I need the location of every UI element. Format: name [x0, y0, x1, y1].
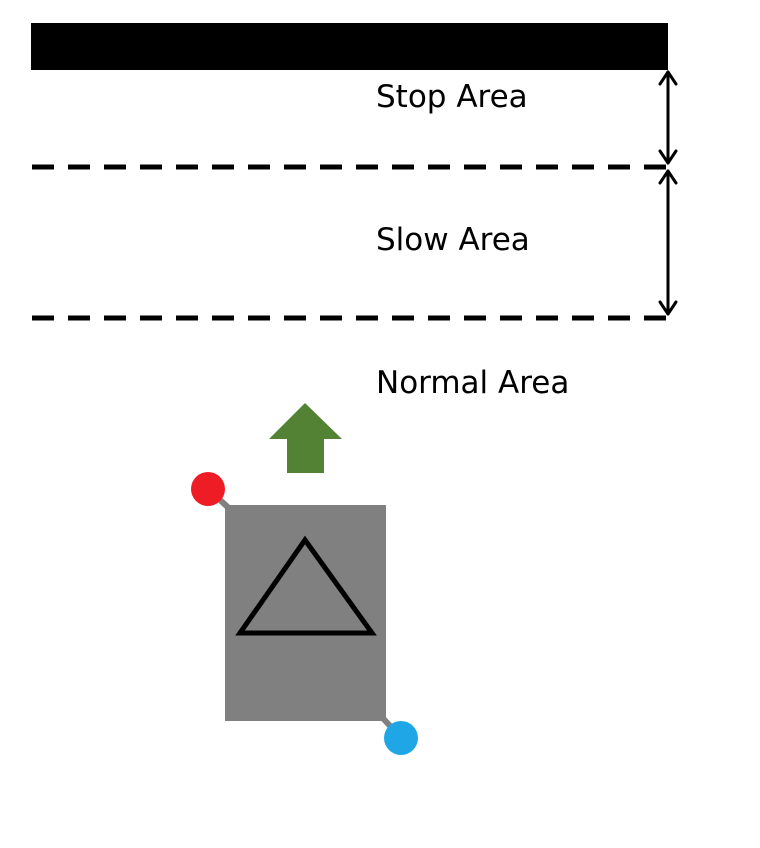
- normal-area-label: Normal Area: [376, 365, 569, 401]
- slow-area-dimension-arrow: [658, 169, 678, 316]
- triangle-icon: [235, 535, 377, 636]
- slow-area-label: Slow Area: [376, 222, 530, 258]
- stop-area-label: Stop Area: [376, 79, 528, 115]
- rear-sensor-dot: [384, 721, 418, 755]
- wall-bar: [31, 23, 668, 70]
- stop-area-dimension-arrow: [658, 70, 678, 165]
- front-sensor-dot: [191, 472, 225, 506]
- up-arrow-icon: [269, 403, 342, 473]
